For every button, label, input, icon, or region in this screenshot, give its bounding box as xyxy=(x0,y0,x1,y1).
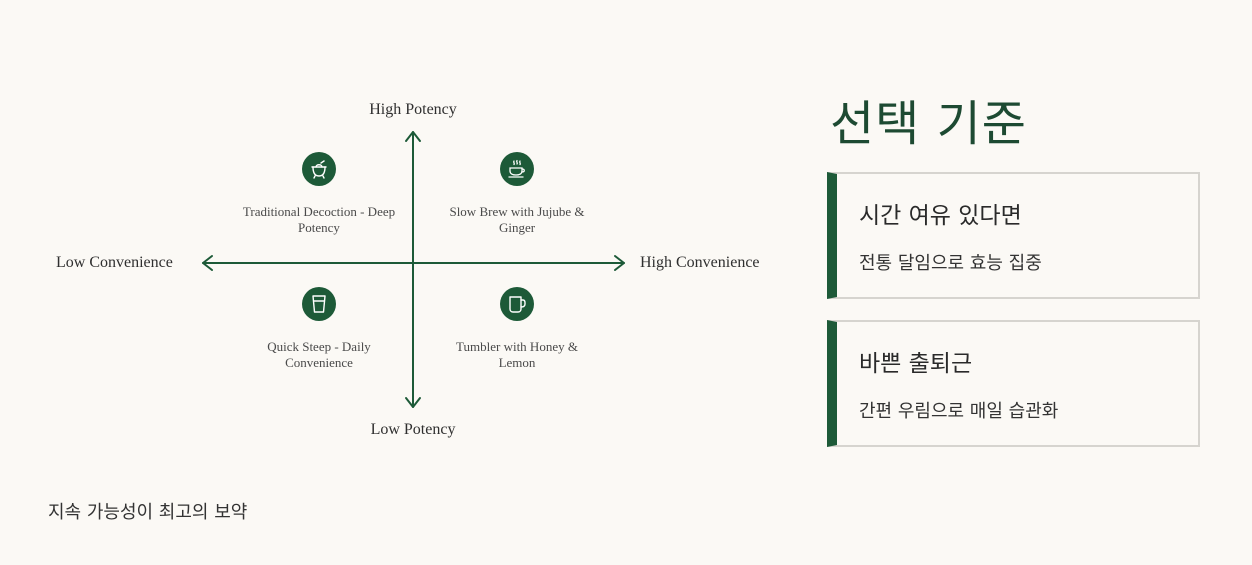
arrow-down-icon xyxy=(405,397,421,408)
quadrant-bottom-left: Quick Steep - Daily Convenience xyxy=(239,287,399,371)
quadrant-top-right: Slow Brew with Jujube & Ginger xyxy=(437,152,597,236)
card-body: 전통 달임으로 효능 집중 xyxy=(859,253,1042,274)
arrow-up-icon xyxy=(405,131,421,142)
footer-note: 지속 가능성이 최고의 보약 xyxy=(48,502,248,523)
quadrant-label: Traditional Decoction - Deep Potency xyxy=(242,204,396,235)
criteria-card: 시간 여유 있다면 전통 달임으로 효능 집중 xyxy=(827,172,1200,299)
arrow-left-icon xyxy=(202,255,213,271)
teacup-steam-icon xyxy=(500,152,534,186)
arrow-right-icon xyxy=(614,255,625,271)
card-body: 간편 우림으로 매일 습관화 xyxy=(859,401,1059,422)
axis-label-low-convenience: Low Convenience xyxy=(56,254,173,271)
card-title: 바쁜 출퇴근 xyxy=(859,351,973,377)
criteria-card: 바쁜 출퇴근 간편 우림으로 매일 습관화 xyxy=(827,320,1200,447)
axis-label-high-potency: High Potency xyxy=(369,101,457,118)
glass-icon xyxy=(302,287,336,321)
mug-icon xyxy=(500,287,534,321)
card-title: 시간 여유 있다면 xyxy=(859,203,1022,229)
pot-icon xyxy=(302,152,336,186)
quadrant-top-left: Traditional Decoction - Deep Potency xyxy=(239,152,399,236)
quadrant-label: Quick Steep - Daily Convenience xyxy=(267,339,371,370)
quadrant-label: Slow Brew with Jujube & Ginger xyxy=(449,204,585,235)
panel-title: 선택 기준 xyxy=(830,96,1027,152)
quadrant-bottom-right: Tumbler with Honey & Lemon xyxy=(437,287,597,371)
quadrant-label: Tumbler with Honey & Lemon xyxy=(456,339,578,370)
axis-label-low-potency: Low Potency xyxy=(370,421,456,438)
axis-label-high-convenience: High Convenience xyxy=(640,254,760,271)
